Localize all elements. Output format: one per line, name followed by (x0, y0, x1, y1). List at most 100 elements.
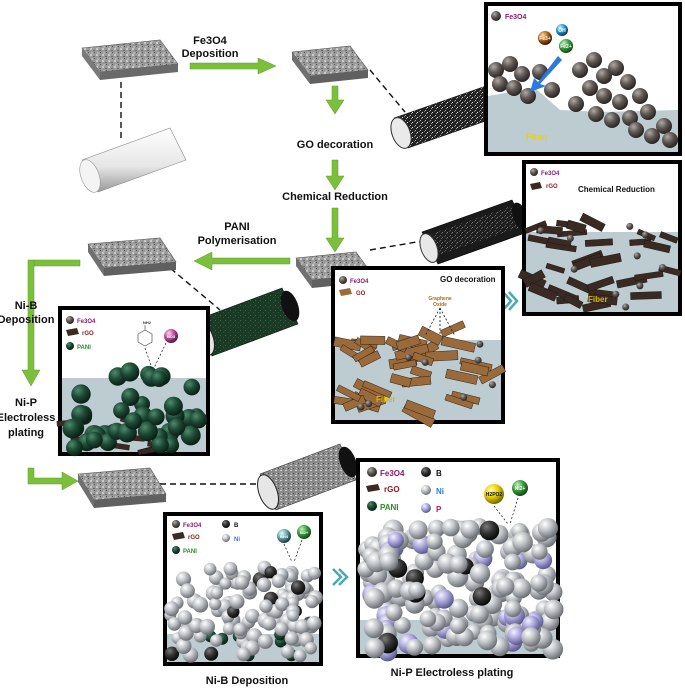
particle (428, 519, 446, 538)
particle (199, 618, 215, 635)
flake (634, 270, 664, 281)
step-pani-l1: PANI (224, 221, 249, 233)
flake (522, 269, 546, 288)
particle (568, 96, 584, 112)
particle (189, 411, 208, 429)
ion-bh4: BH4 (280, 534, 289, 539)
legend-fe3o4: Fe3O4 (183, 523, 202, 529)
particle (537, 518, 559, 539)
particle (449, 617, 467, 635)
particle (521, 627, 541, 647)
particle (474, 356, 482, 364)
legend-ni: Ni (234, 537, 240, 543)
particle (223, 561, 238, 576)
particle (274, 622, 289, 636)
flake (630, 291, 662, 300)
flake (527, 282, 558, 302)
flake (417, 325, 444, 346)
flake (342, 394, 367, 412)
flake (440, 320, 466, 338)
particle (175, 571, 192, 587)
particle (257, 633, 273, 649)
flake (445, 368, 479, 385)
particle (530, 574, 548, 592)
flake (587, 293, 618, 306)
flake (589, 253, 622, 268)
particle (219, 577, 232, 590)
particle (612, 94, 628, 110)
particle (163, 396, 183, 416)
step-nib-l1: Ni-B (15, 300, 38, 312)
flake (404, 399, 436, 419)
panel-go-decoration: Fe3O4 GO GO decoration Graphene Oxide Fi… (331, 266, 507, 428)
particle (612, 290, 620, 298)
fiber-rgo (419, 199, 529, 265)
particle (167, 418, 186, 436)
particle (633, 252, 641, 260)
particle (640, 104, 656, 120)
particle (363, 618, 384, 639)
particle (537, 227, 545, 235)
flake (352, 345, 375, 363)
particle (188, 618, 204, 634)
panel-fe3o4-deposition: Fe3O4 Fe3+ OH Fe2+ Fiber (484, 2, 682, 156)
particle (514, 66, 530, 82)
ion-ni: Ni2+ (515, 486, 526, 492)
particle (426, 533, 443, 550)
fiber-nib (257, 443, 358, 511)
step-chemical-reduction: Chemical Reduction (282, 191, 388, 203)
particle (394, 616, 411, 634)
particle (656, 118, 672, 134)
particle (233, 622, 247, 637)
particle (659, 264, 667, 271)
particle (626, 222, 634, 230)
particle (183, 378, 201, 396)
legend-pani: PANI (77, 345, 91, 351)
particle (385, 604, 403, 621)
particle (175, 638, 192, 654)
ion-no3: NO3 (167, 334, 176, 339)
particle (357, 403, 365, 411)
fabric-2 (291, 45, 369, 84)
particle (442, 518, 460, 537)
particle (262, 616, 277, 631)
particle (477, 630, 498, 651)
caption-nib: Ni-B Deposition (206, 675, 289, 687)
particle (306, 615, 322, 631)
legend-fe3o4: Fe3O4 (541, 171, 560, 177)
fabric-5 (77, 467, 167, 508)
fiber-label: Fiber (588, 295, 608, 304)
flake (563, 293, 584, 309)
particle (180, 583, 195, 599)
particle (504, 553, 521, 571)
particle (608, 60, 624, 76)
fiber-plain (79, 127, 187, 193)
particle (210, 634, 223, 647)
particle (405, 354, 413, 361)
particle (582, 80, 598, 96)
particle (449, 555, 468, 574)
fabric-4 (87, 237, 177, 276)
teal-arrows (332, 291, 519, 586)
particle (476, 540, 494, 558)
ion-oh: OH (558, 28, 566, 34)
particle (636, 282, 644, 290)
step-nip-l2: Electroless (0, 412, 55, 424)
step-nip-l3: plating (8, 427, 44, 439)
fabric-1 (81, 39, 179, 80)
flake (584, 238, 613, 247)
particle (113, 402, 130, 419)
step-go-decoration: GO decoration (297, 139, 374, 151)
particle (586, 52, 602, 68)
particle (460, 393, 468, 401)
particle (293, 649, 307, 663)
legend-pani: PANI (183, 549, 197, 555)
particle (294, 619, 310, 635)
particle (147, 408, 165, 426)
flake (395, 334, 421, 352)
flake (659, 231, 679, 244)
particle (229, 594, 245, 610)
step-nib-l2: Deposition (0, 314, 55, 326)
legend-pani: PANI (380, 503, 399, 512)
process-arrows (21, 57, 345, 491)
